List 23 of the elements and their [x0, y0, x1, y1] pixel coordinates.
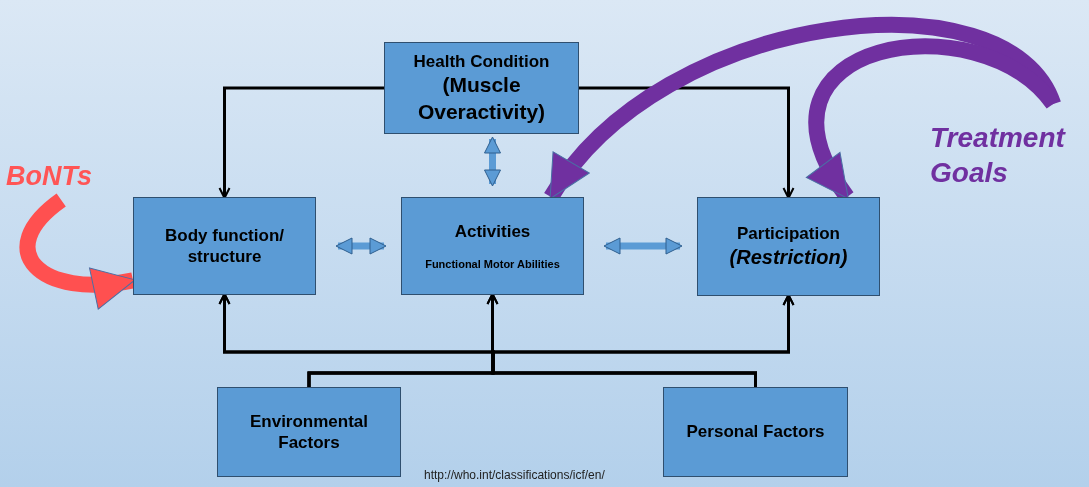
concept-box	[384, 42, 579, 134]
double-arrow	[484, 136, 501, 187]
box-title: Activities	[454, 220, 531, 242]
concept-box	[217, 387, 401, 477]
annotation-text: Treatment Goals	[930, 118, 1088, 192]
concept-box	[663, 387, 848, 477]
box-title: Personal Factors	[686, 421, 825, 443]
annotation-text: BoNTs	[6, 158, 98, 194]
double-arrow	[335, 237, 387, 255]
arrow	[579, 86, 795, 199]
double-arrow	[603, 237, 683, 255]
box-subtitle: (Restriction)	[729, 244, 848, 270]
arrow	[218, 86, 384, 199]
source-url: http://who.int/classifications/icf/en/	[424, 469, 605, 481]
concept-box	[401, 197, 584, 295]
box-title: Body function/ structure	[164, 224, 285, 268]
concept-box	[697, 197, 880, 296]
concept-box	[133, 197, 316, 295]
box-title: Participation	[737, 223, 840, 245]
box-subtitle: (Muscle Overactivity)	[416, 72, 547, 125]
box-subtitle: Functional Motor Abilities	[425, 257, 560, 272]
box-title: Environmental Factors	[248, 410, 370, 454]
box-title: Health Condition	[413, 51, 550, 73]
